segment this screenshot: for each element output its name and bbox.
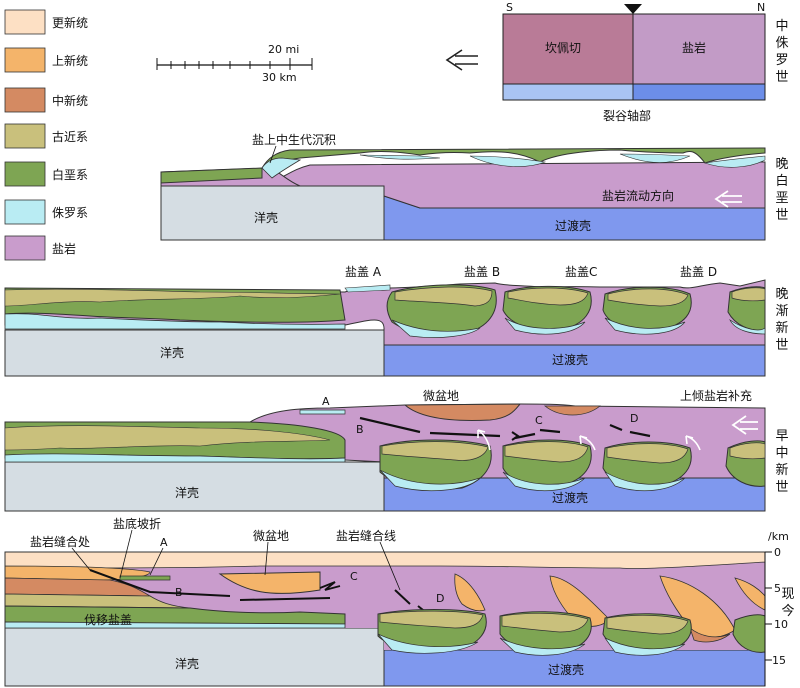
panel-late-cretaceous: 盐上中生代沉积 盐岩流动方向 洋壳 过渡壳 [161, 132, 765, 240]
weld-label: 盐岩缝合处 [30, 534, 90, 549]
transitional-crust-label: 过渡壳 [555, 218, 591, 233]
legend-swatch [5, 200, 45, 224]
depth-unit-label: /km [768, 530, 789, 543]
inset-rift-section: S N 坎佩切 盐岩 裂谷轴部 [503, 1, 765, 123]
inset-crust-left [503, 84, 633, 100]
ocean-crust-label: 洋壳 [160, 345, 184, 360]
minibasin-label: 微盆地 [423, 389, 459, 403]
legend-item-salt: 盐岩 [5, 236, 76, 260]
base-salt-break-label: 盐底坡折 [113, 516, 161, 531]
depth-tick-label: 0 [774, 546, 781, 559]
legend-item-miocene: 中新统 [5, 88, 88, 112]
rift-axis-marker-icon [624, 4, 642, 14]
panel-early-middle-miocene: A B C D 微盆地 上倾盐岩补充 洋壳 过渡壳 [5, 388, 765, 511]
legend-label: 古近系 [52, 129, 88, 144]
legend-swatch [5, 162, 45, 186]
ocean-crust-label: 洋壳 [175, 656, 199, 671]
minibasin-label: 微盆地 [253, 529, 289, 543]
legend-item-paleogene: 古近系 [5, 124, 88, 148]
canopy-a-remnant [300, 410, 345, 414]
label-c: C [350, 570, 358, 583]
canopy-a-label: 盐盖 A [345, 265, 382, 279]
inset-caption: 裂谷轴部 [603, 108, 651, 123]
label-d: D [630, 412, 638, 425]
inset-crust-right [633, 84, 765, 100]
recharge-label: 上倾盐岩补充 [680, 388, 752, 403]
jurassic-strata [360, 155, 440, 159]
canopy-d-label: 盐盖 D [680, 265, 717, 279]
age-label-middle-jurassic: 中侏罗世 [775, 19, 788, 85]
minibasin-c [503, 286, 591, 334]
inset-n-label: N [757, 1, 765, 14]
depth-tick-label: 15 [772, 654, 786, 667]
transitional-crust-label: 过渡壳 [552, 490, 588, 505]
label-d: D [436, 592, 444, 605]
ocean-crust-label: 洋壳 [254, 210, 278, 225]
legend-item-jurassic: 侏罗系 [5, 200, 88, 224]
canopy-c-label: 盐盖C [565, 265, 597, 279]
minibasin-c [500, 612, 591, 656]
panel-late-oligocene: 盐盖 A 盐盖 B 盐盖C 盐盖 D 洋壳 过渡壳 [5, 265, 765, 376]
label-b: B [356, 423, 364, 436]
canopy-b-label: 盐盖 B [464, 265, 500, 279]
inset-right-label: 盐岩 [682, 40, 706, 55]
legend-label: 盐岩 [52, 241, 76, 256]
legend-swatch [5, 10, 45, 34]
legend-label: 上新统 [52, 53, 88, 68]
legend-swatch [5, 48, 45, 72]
legend-label: 更新统 [52, 15, 88, 30]
depth-tick-label: 5 [774, 582, 781, 595]
legend-label: 侏罗系 [52, 206, 88, 220]
transitional-crust-label: 过渡壳 [552, 352, 588, 367]
label-c: C [535, 414, 543, 427]
allochthonous-label: 伐移盐盖 [84, 613, 132, 627]
scale-km-label: 30 km [262, 71, 297, 84]
ocean-crust [5, 330, 384, 376]
flow-direction-label: 盐岩流动方向 [602, 188, 674, 203]
depth-tick-label: 10 [774, 618, 788, 631]
legend: 更新统 上新统 中新统 古近系 白垩系 侏罗系 盐岩 [5, 10, 88, 260]
age-label-late-cretaceous: 晚白垩世 [775, 157, 788, 223]
age-label-present: 现今 [781, 587, 794, 619]
label-b: B [175, 586, 183, 599]
legend-label: 白垩系 [52, 167, 88, 182]
inset-s-label: S [506, 1, 513, 14]
label-a: A [322, 395, 330, 408]
label-a: A [160, 536, 168, 549]
hollow-arrow-icon [447, 50, 478, 70]
annotation-label: 盐上中生代沉积 [252, 132, 336, 147]
legend-swatch [5, 88, 45, 112]
legend-label: 中新统 [52, 93, 88, 108]
ocean-crust-label: 洋壳 [175, 485, 199, 500]
weld-line-label: 盐岩缝合线 [336, 528, 396, 543]
minibasin-c [503, 440, 591, 491]
canopy-a-remnant [120, 576, 170, 580]
transitional-crust-label: 过渡壳 [548, 662, 584, 677]
legend-swatch [5, 124, 45, 148]
scale-bar: 20 mi 30 km [157, 43, 312, 84]
age-labels: 中侏罗世晚白垩世晚渐新世早中新世现今 [775, 19, 794, 619]
scale-mi-label: 20 mi [268, 43, 299, 56]
legend-item-cretaceous: 白垩系 [5, 162, 88, 186]
legend-item-pliocene: 上新统 [5, 48, 88, 72]
age-label-early-middle-miocene: 早中新世 [775, 429, 788, 495]
legend-item-pleistocene: 更新统 [5, 10, 88, 34]
minibasin-d [603, 442, 691, 491]
jurassic-strata [620, 154, 690, 163]
inset-left-label: 坎佩切 [545, 41, 581, 55]
legend-swatch [5, 236, 45, 260]
age-label-late-oligocene: 晚渐新世 [775, 287, 788, 353]
minibasin-d [603, 287, 691, 334]
panel-present: /km 0 5 10 15 盐岩缝合处 盐底坡折 A B 微盆地 C 盐岩缝合线… [5, 516, 789, 686]
